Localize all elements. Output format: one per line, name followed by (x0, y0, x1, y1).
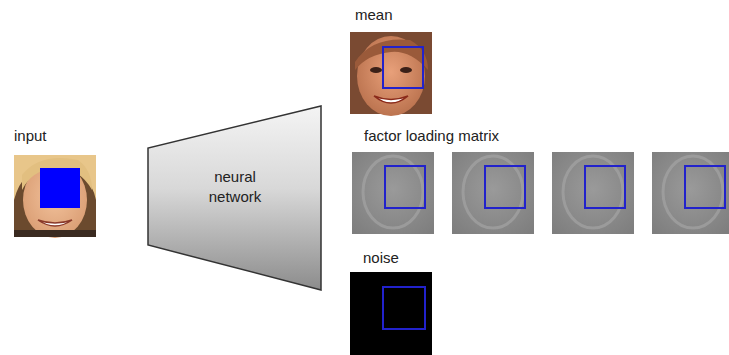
network-trapezoid: neural network (147, 105, 323, 291)
mask-square (40, 168, 80, 208)
image-caption: input (14, 127, 47, 145)
image-caption: factor loading matrix (364, 127, 499, 145)
node-label: neural network (187, 167, 283, 207)
mean-face (350, 32, 432, 116)
image-caption: mean (355, 6, 393, 24)
image-caption: noise (363, 249, 399, 267)
factor-tiles (352, 152, 729, 234)
noise-tile (350, 272, 432, 355)
input-face (14, 155, 96, 238)
